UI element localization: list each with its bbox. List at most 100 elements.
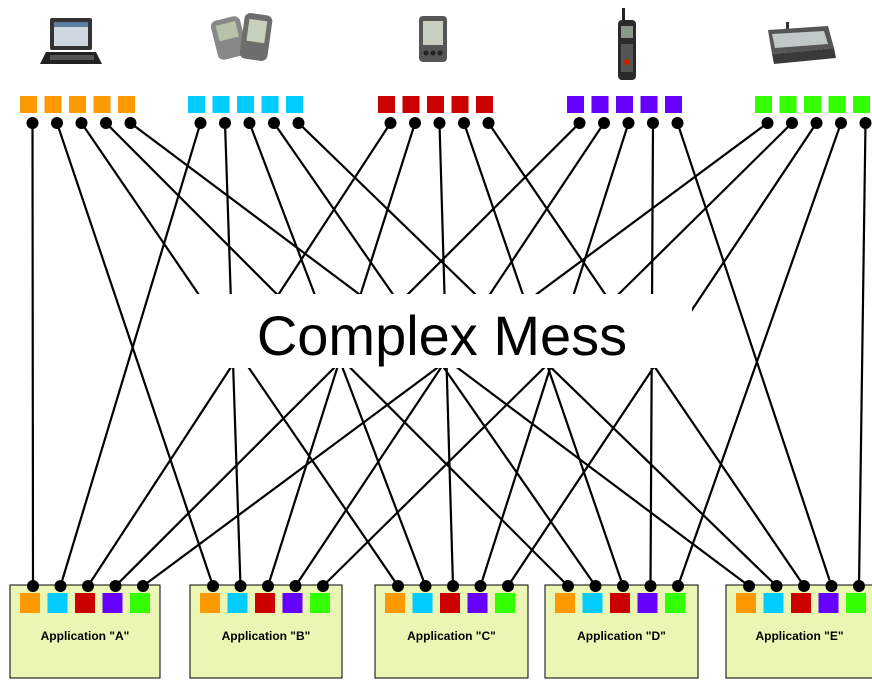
connection-dot xyxy=(433,117,446,129)
device-port xyxy=(378,96,395,113)
device-port xyxy=(828,96,846,113)
connection-dot xyxy=(617,580,629,592)
device-port xyxy=(188,96,205,113)
connection-line xyxy=(31,122,35,587)
connection-dot xyxy=(54,580,67,592)
application-port xyxy=(130,593,150,613)
connection-dot xyxy=(292,117,305,129)
connection-line xyxy=(676,122,843,587)
communicator-icon xyxy=(768,22,836,64)
title-block: Complex Mess xyxy=(192,294,692,368)
device-port xyxy=(616,96,633,113)
connection-dot xyxy=(75,117,88,129)
connection-dot xyxy=(859,117,872,129)
connection-dot xyxy=(573,117,586,129)
connection-dot xyxy=(853,580,865,592)
application-port xyxy=(582,593,603,613)
device-port xyxy=(20,96,37,113)
device-port xyxy=(402,96,420,113)
application-port xyxy=(791,593,811,613)
connection-dot xyxy=(743,580,755,592)
device-port xyxy=(853,96,870,113)
device-port xyxy=(591,96,609,113)
pda-icon xyxy=(210,13,273,61)
device-port xyxy=(640,96,658,113)
device-port xyxy=(451,96,469,113)
connection-dot xyxy=(672,580,684,592)
connection-dot xyxy=(234,580,247,592)
palm-icon xyxy=(419,16,447,62)
device-port xyxy=(93,96,111,113)
title-backdrop xyxy=(192,294,692,368)
connection-dot xyxy=(82,580,94,592)
connection-dot xyxy=(207,580,219,592)
application-port xyxy=(200,593,220,613)
connection-dot xyxy=(219,117,231,129)
connection-dot xyxy=(502,580,514,592)
connection-dot xyxy=(243,117,256,129)
connection-dot xyxy=(26,117,39,129)
application-port xyxy=(467,593,488,613)
application-port xyxy=(846,593,866,613)
device-port xyxy=(44,96,62,113)
device-port xyxy=(118,96,135,113)
application-boxes: Application "A"Application "B"Applicatio… xyxy=(9,584,872,679)
device-port xyxy=(427,96,444,113)
title-text: Complex Mess xyxy=(257,304,627,367)
application-port xyxy=(75,593,95,613)
connection-dot xyxy=(598,117,610,129)
application-port xyxy=(555,593,575,613)
application-label: Application "B" xyxy=(222,629,311,643)
connection-line xyxy=(55,122,215,587)
connection-line xyxy=(857,122,867,587)
application-port xyxy=(412,593,433,613)
application-port xyxy=(282,593,303,613)
connection-dot xyxy=(562,580,574,592)
connection-dot xyxy=(268,117,280,129)
connection-dot xyxy=(262,580,274,592)
device-port xyxy=(567,96,584,113)
device-port xyxy=(665,96,682,113)
connection-line xyxy=(676,122,833,587)
connection-dot xyxy=(798,580,810,592)
connection-dot xyxy=(622,117,635,129)
device-port xyxy=(69,96,86,113)
connection-dot xyxy=(137,580,149,592)
connection-dot xyxy=(810,117,823,129)
connection-dot xyxy=(644,580,657,592)
connection-dot xyxy=(409,117,421,129)
application-port xyxy=(818,593,839,613)
connection-dot xyxy=(458,117,470,129)
connection-dot xyxy=(51,117,63,129)
connection-dots xyxy=(26,117,872,592)
device-port xyxy=(779,96,797,113)
device-port xyxy=(212,96,230,113)
application-label: Application "E" xyxy=(755,629,843,643)
device-port xyxy=(804,96,821,113)
connection-dot xyxy=(482,117,495,129)
application-port xyxy=(610,593,630,613)
application-port xyxy=(495,593,515,613)
connection-dot xyxy=(761,117,774,129)
connection-dot xyxy=(289,580,302,592)
application-port xyxy=(47,593,68,613)
connection-dot xyxy=(835,117,847,129)
application-port xyxy=(665,593,685,613)
connection-dot xyxy=(671,117,684,129)
connection-dot xyxy=(100,117,112,129)
connection-dot xyxy=(647,117,659,129)
connection-dot xyxy=(317,580,329,592)
application-port xyxy=(385,593,405,613)
connection-dot xyxy=(447,580,459,592)
connection-dot xyxy=(825,580,838,592)
application-label: Application "C" xyxy=(407,629,496,643)
application-port xyxy=(736,593,756,613)
device-port xyxy=(286,96,303,113)
connection-dot xyxy=(419,580,432,592)
device-port xyxy=(476,96,493,113)
connection-dot xyxy=(194,117,207,129)
connection-dot xyxy=(384,117,397,129)
connection-dot xyxy=(474,580,487,592)
connection-dot xyxy=(770,580,783,592)
